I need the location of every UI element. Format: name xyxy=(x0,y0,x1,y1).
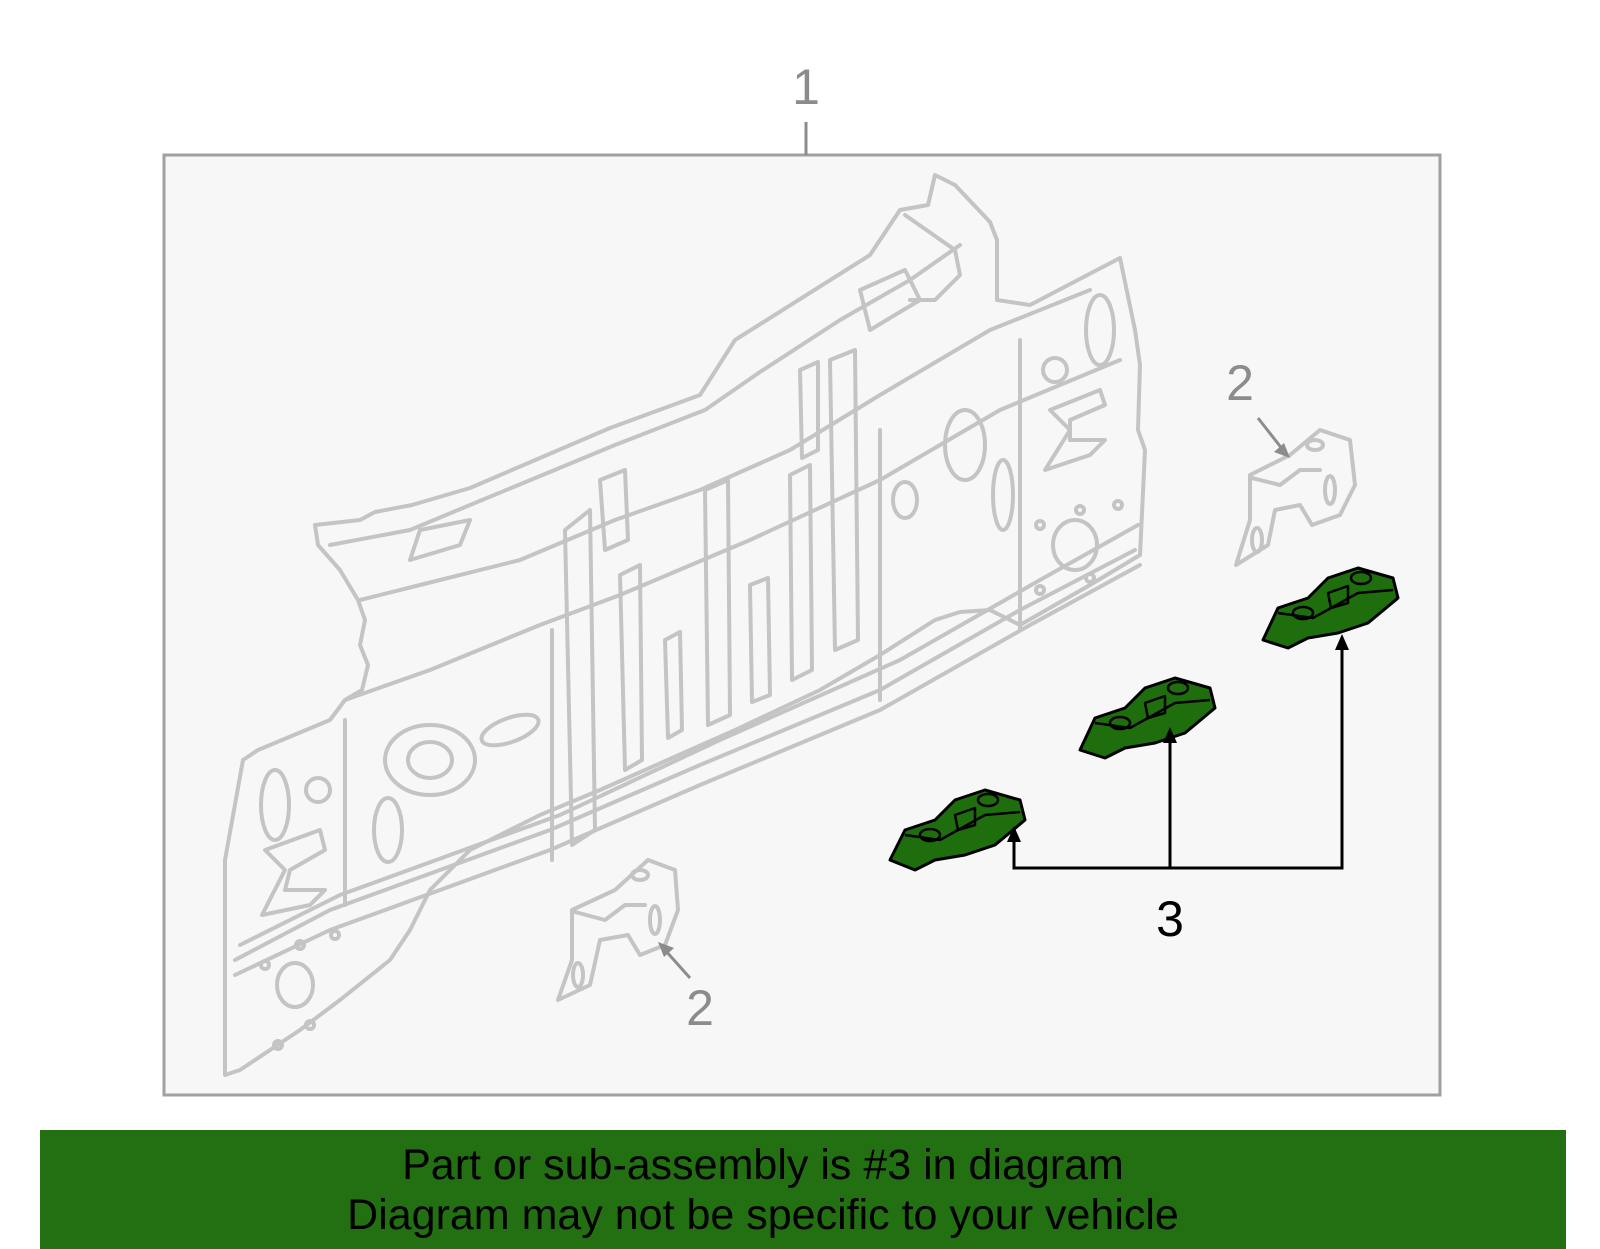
plate-lower xyxy=(888,788,1027,872)
callout-2-upper-leader xyxy=(1256,417,1285,451)
parts-diagram: 1 xyxy=(162,59,1442,1097)
callout-2-lower-label: 2 xyxy=(686,980,714,1036)
banner-line-2: Diagram may not be specific to your vehi… xyxy=(347,1191,1179,1239)
plate-upper xyxy=(1261,566,1400,650)
rear-body-panel xyxy=(223,173,1147,1077)
bracket-lower xyxy=(556,858,680,1002)
callout-2-upper-label: 2 xyxy=(1226,355,1254,411)
callout-1-label: 1 xyxy=(792,59,820,115)
callout-2-lower-leader xyxy=(663,949,692,979)
callout-3-leaders xyxy=(1007,634,1349,870)
info-banner: Part or sub-assembly is #3 in diagram Di… xyxy=(40,1130,1566,1249)
banner-line-1: Part or sub-assembly is #3 in diagram xyxy=(402,1141,1124,1189)
callout-2-upper-arrowhead xyxy=(1274,443,1290,458)
callout-3-label: 3 xyxy=(1156,891,1184,947)
plate-middle xyxy=(1078,676,1217,760)
callout-2-lower-arrowhead xyxy=(658,942,674,957)
bracket-upper xyxy=(1234,428,1357,567)
